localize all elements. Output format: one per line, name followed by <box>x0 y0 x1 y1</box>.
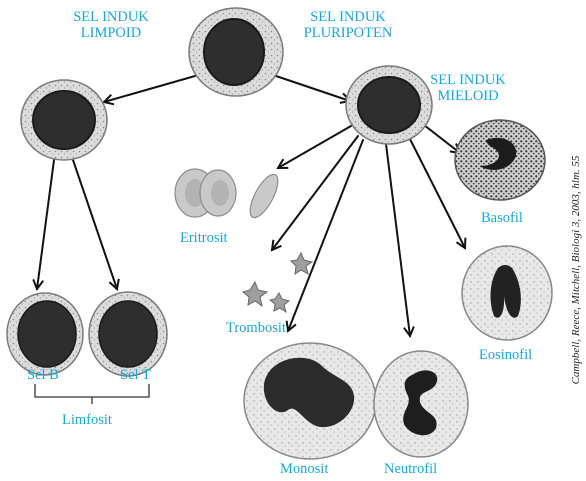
arrow-mieloid-to-eritrosit <box>278 126 351 168</box>
erythrocyte-cells <box>175 169 283 221</box>
arrow-mieloid-to-monosit <box>288 140 363 331</box>
label-sel-induk-mieloid-line2: MIELOID <box>418 88 518 104</box>
label-trombosit: Trombosit <box>226 320 286 336</box>
pluripotent-stem-cell <box>189 8 283 96</box>
label-neutrofil: Neutrofil <box>384 461 437 477</box>
basophil-cell <box>455 120 545 200</box>
label-sel-induk-mieloid-line1: SEL INDUK <box>418 72 518 88</box>
label-sel-induk-limpoid-line2: LIMPOID <box>46 25 176 41</box>
neutrophil-cell <box>374 351 468 457</box>
label-monosit: Monosit <box>280 461 328 477</box>
label-basofil: Basofil <box>481 210 523 226</box>
b-lymphocyte-cell <box>7 293 83 375</box>
label-sel-induk-mieloid: SEL INDUK MIELOID <box>418 72 518 104</box>
t-lymphocyte-cell <box>89 292 167 376</box>
label-sel-induk-limpoid-line1: SEL INDUK <box>46 9 176 25</box>
limfosit-bracket <box>35 384 149 397</box>
label-sel-induk-limpoid: SEL INDUK LIMPOID <box>46 9 176 41</box>
source-credit: Campbell, Reece, Mitchell, Biologi 3, 20… <box>570 156 582 385</box>
arrow-pluripoten-to-limpoid <box>104 76 195 102</box>
label-limfosit: Limfosit <box>62 412 112 428</box>
eosinophil-cell <box>462 246 552 340</box>
label-sel-induk-pluripoten-line1: SEL INDUK <box>288 9 408 25</box>
arrow-mieloid-to-basofil <box>424 125 460 153</box>
monocyte-cell <box>244 343 376 459</box>
label-sel-t: Sel T <box>120 367 151 383</box>
label-sel-induk-pluripoten: SEL INDUK PLURIPOTEN <box>288 9 408 41</box>
label-sel-b: Sel B <box>27 367 59 383</box>
arrow-limpoid-to-sel-b <box>37 160 54 289</box>
arrow-mieloid-to-neutrofil <box>386 144 410 336</box>
arrow-pluripoten-to-mieloid <box>276 76 350 101</box>
arrow-mieloid-to-trombosit <box>272 136 358 250</box>
platelet-cells <box>243 253 312 312</box>
arrow-limpoid-to-sel-t <box>73 160 117 289</box>
label-eritrosit: Eritrosit <box>180 230 228 246</box>
label-eosinofil: Eosinofil <box>479 347 532 363</box>
lymphoid-stem-cell <box>21 80 107 160</box>
label-sel-induk-pluripoten-line2: PLURIPOTEN <box>288 25 408 41</box>
